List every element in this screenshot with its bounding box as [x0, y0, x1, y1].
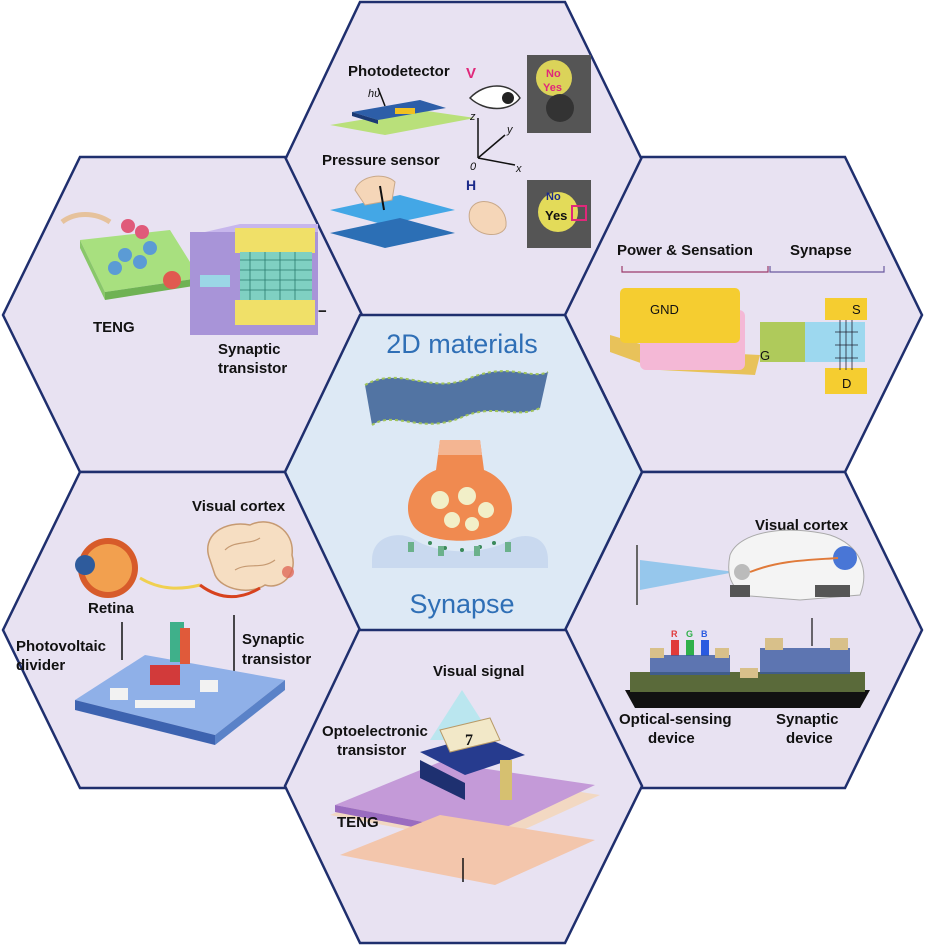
b-label: B — [701, 629, 708, 639]
vesicle-icon — [431, 491, 449, 509]
r-label: R — [671, 629, 678, 639]
vesicle-icon — [478, 502, 494, 518]
digit-seven: 7 — [465, 732, 473, 749]
synaptic-label-br-2: device — [786, 730, 833, 747]
visual-cortex-label-br: Visual cortex — [755, 517, 849, 534]
yes-label-1: Yes — [543, 82, 562, 94]
center-title: 2D materials — [386, 329, 538, 359]
teng-bottom-layer-icon — [340, 815, 595, 885]
graphene-sheet-icon — [364, 370, 549, 426]
eye-icon — [468, 85, 521, 110]
teng-label-bottom: TENG — [337, 814, 379, 831]
teng-device-icon — [60, 212, 200, 300]
vesicle-icon — [444, 512, 460, 528]
axis-origin-label: 0 — [470, 161, 477, 173]
g-led-label: G — [686, 629, 693, 639]
photodetector-label: Photodetector — [348, 63, 450, 80]
head-vision-icon — [636, 529, 865, 605]
pressure-sensor-icon — [330, 175, 455, 248]
s-label: S — [852, 302, 861, 317]
synaptic-transistor-device-icon — [190, 224, 318, 335]
synapse-label-tr: Synapse — [790, 242, 852, 259]
optical-label-1: Optical-sensing — [619, 711, 732, 728]
no-label-1: No — [546, 68, 561, 80]
axes-icon — [477, 118, 516, 166]
synapse-icon — [372, 440, 548, 568]
visual-signal-label: Visual signal — [433, 663, 524, 680]
gnd-label: GND — [650, 302, 679, 317]
synaptic-transistor-label-tl-1: Synaptic — [218, 341, 281, 358]
rgb-led-icon — [671, 640, 709, 656]
dual-device-chip-icon — [625, 618, 870, 708]
axis-z-label: z — [469, 111, 476, 123]
photovoltaic-chip-icon — [75, 622, 285, 745]
eye-retina-icon — [75, 538, 261, 599]
vesicle-icon — [458, 487, 476, 505]
synaptic-label-bl-2: transistor — [242, 651, 311, 668]
opto-label-1: Optoelectronic — [322, 723, 428, 740]
pressure-sensor-label: Pressure sensor — [322, 152, 440, 169]
photodetector-device-icon — [330, 87, 475, 135]
photovoltaic-label-2: divider — [16, 657, 65, 674]
tl-minus: − — [318, 303, 327, 320]
visual-cortex-label-bl: Visual cortex — [192, 498, 286, 515]
photovoltaic-label-1: Photovoltaic — [16, 638, 106, 655]
power-sensation-label: Power & Sensation — [617, 242, 753, 259]
brain-icon — [207, 521, 294, 591]
opto-label-2: transistor — [337, 742, 406, 759]
synaptic-label-br-1: Synaptic — [776, 711, 839, 728]
yes-label-2: Yes — [545, 208, 567, 223]
v-label: V — [466, 65, 476, 82]
integrated-device-icon — [610, 288, 867, 394]
h-letter-label: H — [466, 177, 476, 193]
g-label: G — [760, 348, 770, 363]
synaptic-label-bl-1: Synaptic — [242, 631, 305, 648]
center-subtitle: Synapse — [409, 589, 514, 619]
teng-label-tl: TENG — [93, 319, 135, 336]
optical-label-2: device — [648, 730, 695, 747]
robot-photo-2: No Yes — [527, 180, 591, 248]
no-label-2: No — [546, 191, 561, 203]
axis-y-label: y — [506, 124, 514, 136]
axis-x-label: x — [515, 163, 522, 175]
synaptic-transistor-label-tl-2: transistor — [218, 360, 287, 377]
robot-photo-1: No Yes — [527, 55, 591, 133]
vesicle-icon — [465, 517, 479, 531]
d-label: D — [842, 376, 851, 391]
retina-label: Retina — [88, 600, 135, 617]
h-nu-label: hυ — [368, 88, 380, 100]
hand-icon — [468, 201, 507, 235]
